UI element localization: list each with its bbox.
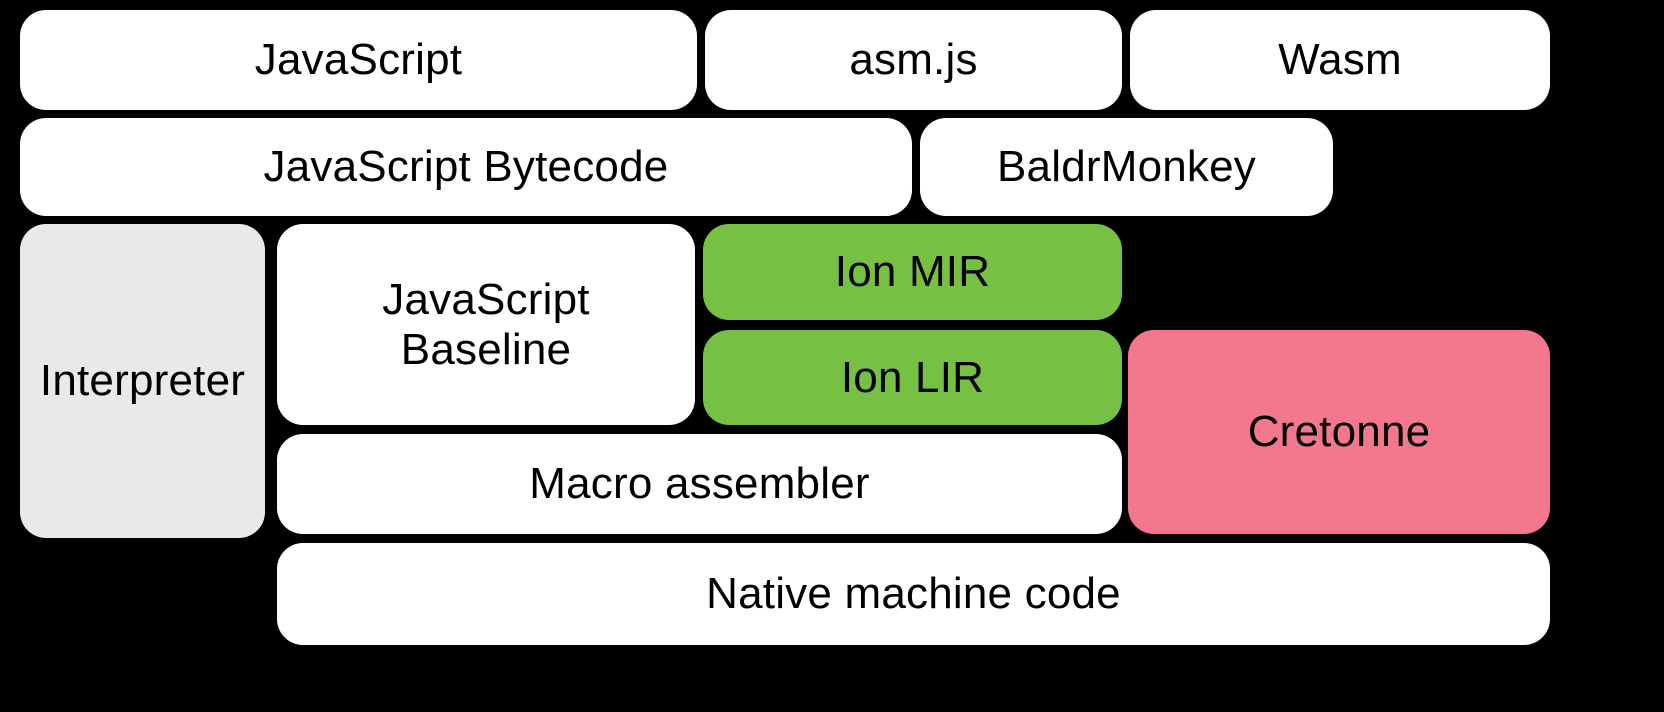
node-asm-js[interactable]: asm.js: [705, 10, 1122, 110]
node-javascript-baseline[interactable]: JavaScript Baseline: [277, 224, 695, 425]
node-javascript-bytecode[interactable]: JavaScript Bytecode: [20, 118, 912, 216]
node-javascript[interactable]: JavaScript: [20, 10, 697, 110]
node-ion-mir[interactable]: Ion MIR: [703, 224, 1122, 320]
node-interpreter[interactable]: Interpreter: [20, 224, 265, 538]
node-macro-assembler[interactable]: Macro assembler: [277, 434, 1122, 534]
node-cretonne[interactable]: Cretonne: [1128, 330, 1550, 534]
node-wasm[interactable]: Wasm: [1130, 10, 1550, 110]
node-baldrmonkey[interactable]: BaldrMonkey: [920, 118, 1333, 216]
node-native-machine-code[interactable]: Native machine code: [277, 543, 1550, 645]
node-ion-lir[interactable]: Ion LIR: [703, 330, 1122, 425]
